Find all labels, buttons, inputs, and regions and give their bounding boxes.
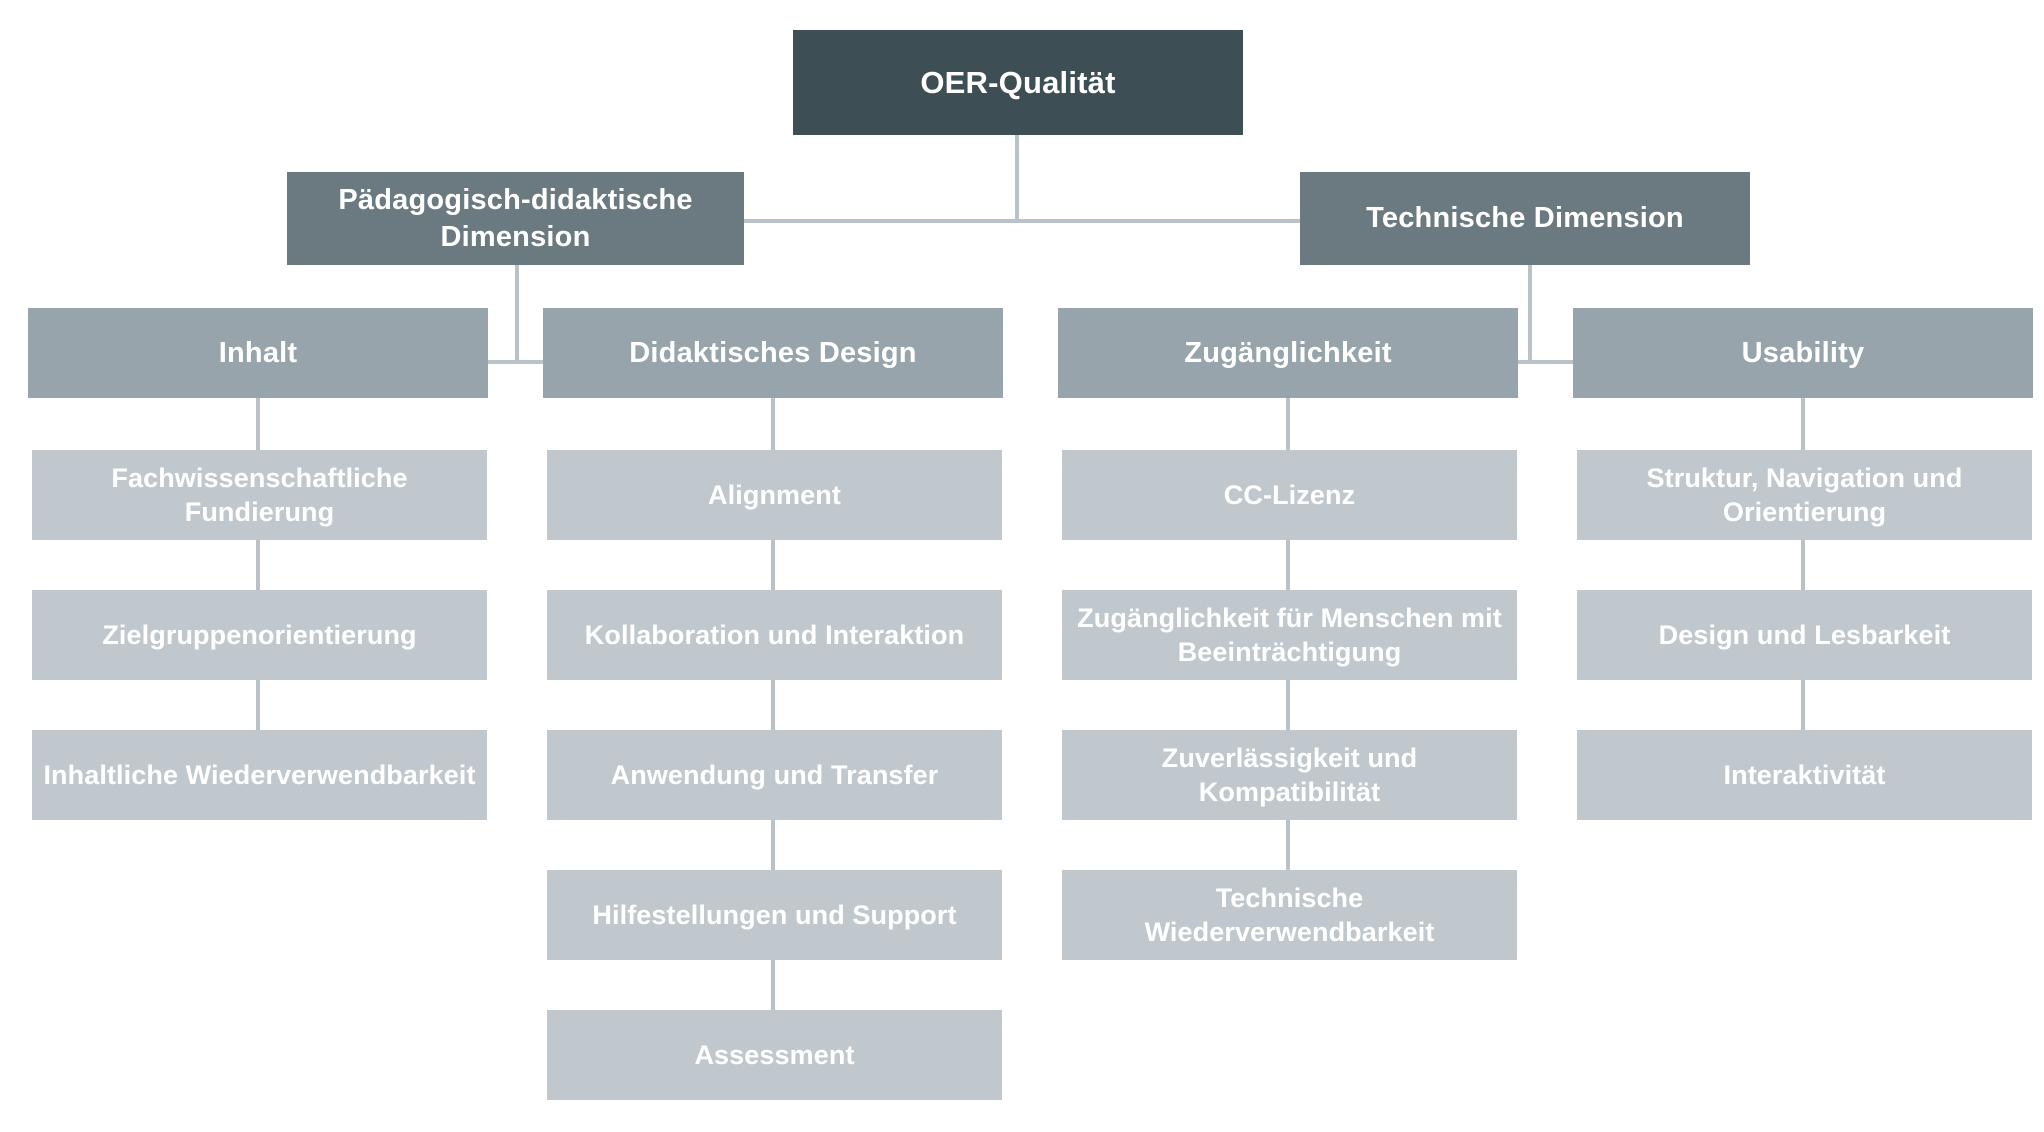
node-leaf-interaktivitaet[interactable]: Interaktivität xyxy=(1577,730,2032,820)
node-dimension-technisch[interactable]: Technische Dimension xyxy=(1300,172,1750,265)
node-leaf-label: CC-Lizenz xyxy=(1223,479,1356,510)
connector-paedagogisch-stem xyxy=(515,265,519,364)
node-leaf-design-und-lesbarkeit[interactable]: Design und Lesbarkeit xyxy=(1577,590,2032,680)
node-leaf-technische-wiederverwendbarkeit[interactable]: Technische Wiederverwendbarkeit xyxy=(1062,870,1517,960)
node-leaf-label: Hilfestellungen und Support xyxy=(592,899,957,930)
node-leaf-label: Assessment xyxy=(694,1039,855,1070)
node-leaf-kollaboration-und-interaktion[interactable]: Kollaboration und Interaktion xyxy=(547,590,1002,680)
node-leaf-label: Zuverlässigkeit und Kompatibilität xyxy=(1161,742,1418,807)
node-category-label: Didaktisches Design xyxy=(629,336,917,369)
node-dimension-paedagogisch-didaktisch[interactable]: Pädagogisch-didaktische Dimension xyxy=(287,172,744,265)
node-leaf-zielgruppenorientierung[interactable]: Zielgruppenorientierung xyxy=(32,590,487,680)
node-root-label: OER-Qualität xyxy=(920,64,1116,100)
node-leaf-label: Zielgruppenorientierung xyxy=(102,619,417,650)
node-leaf-inhaltliche-wiederverwendbarkeit[interactable]: Inhaltliche Wiederverwendbarkeit xyxy=(32,730,487,820)
node-dimension-label: Technische Dimension xyxy=(1366,202,1684,235)
node-leaf-label: Design und Lesbarkeit xyxy=(1658,619,1951,650)
node-leaf-label: Technische Wiederverwendbarkeit xyxy=(1144,882,1435,947)
node-category-didaktisches-design[interactable]: Didaktisches Design xyxy=(543,308,1003,398)
connector-spine-didaktisches-design xyxy=(771,398,775,1018)
node-dimension-label: Pädagogisch-didaktische Dimension xyxy=(338,183,693,253)
node-leaf-struktur-navigation-und-orientierung[interactable]: Struktur, Navigation und Orientierung xyxy=(1577,450,2032,540)
connector-root-stem xyxy=(1015,135,1019,222)
node-category-label: Usability xyxy=(1741,336,1865,369)
connector-dimension-bus xyxy=(738,219,1532,223)
node-root-oer-qualitaet[interactable]: OER-Qualität xyxy=(793,30,1243,135)
node-leaf-label: Interaktivität xyxy=(1723,759,1886,790)
connector-spine-usability xyxy=(1801,398,1805,738)
node-leaf-anwendung-und-transfer[interactable]: Anwendung und Transfer xyxy=(547,730,1002,820)
node-leaf-zugaenglichkeit-fuer-menschen-mit-beeintraechtigung[interactable]: Zugänglichkeit für Menschen mit Beeinträ… xyxy=(1062,590,1517,680)
node-category-label: Zugänglichkeit xyxy=(1184,336,1392,369)
node-leaf-cc-lizenz[interactable]: CC-Lizenz xyxy=(1062,450,1517,540)
node-leaf-label: Alignment xyxy=(708,479,841,510)
node-leaf-label: Fachwissenschaftliche Fundierung xyxy=(111,462,408,527)
connector-technische-bus xyxy=(1492,360,1602,364)
node-category-zugaenglichkeit[interactable]: Zugänglichkeit xyxy=(1058,308,1518,398)
node-leaf-hilfestellungen-und-support[interactable]: Hilfestellungen und Support xyxy=(547,870,1002,960)
connector-paedagogisch-bus xyxy=(478,360,588,364)
node-leaf-alignment[interactable]: Alignment xyxy=(547,450,1002,540)
node-leaf-label: Zugänglichkeit für Menschen mit Beeinträ… xyxy=(1077,602,1502,667)
node-leaf-fachwissenschaftliche-fundierung[interactable]: Fachwissenschaftliche Fundierung xyxy=(32,450,487,540)
node-leaf-label: Struktur, Navigation und Orientierung xyxy=(1646,462,1963,527)
node-leaf-zuverlaessigkeit-und-kompatibilitaet[interactable]: Zuverlässigkeit und Kompatibilität xyxy=(1062,730,1517,820)
connector-technische-stem xyxy=(1528,265,1532,364)
node-category-inhalt[interactable]: Inhalt xyxy=(28,308,488,398)
node-category-usability[interactable]: Usability xyxy=(1573,308,2033,398)
node-leaf-label: Anwendung und Transfer xyxy=(610,759,939,790)
node-leaf-label: Kollaboration und Interaktion xyxy=(584,619,965,650)
node-leaf-label: Inhaltliche Wiederverwendbarkeit xyxy=(43,759,476,790)
node-category-label: Inhalt xyxy=(218,336,298,369)
connector-spine-inhalt xyxy=(256,398,260,738)
node-leaf-assessment[interactable]: Assessment xyxy=(547,1010,1002,1100)
